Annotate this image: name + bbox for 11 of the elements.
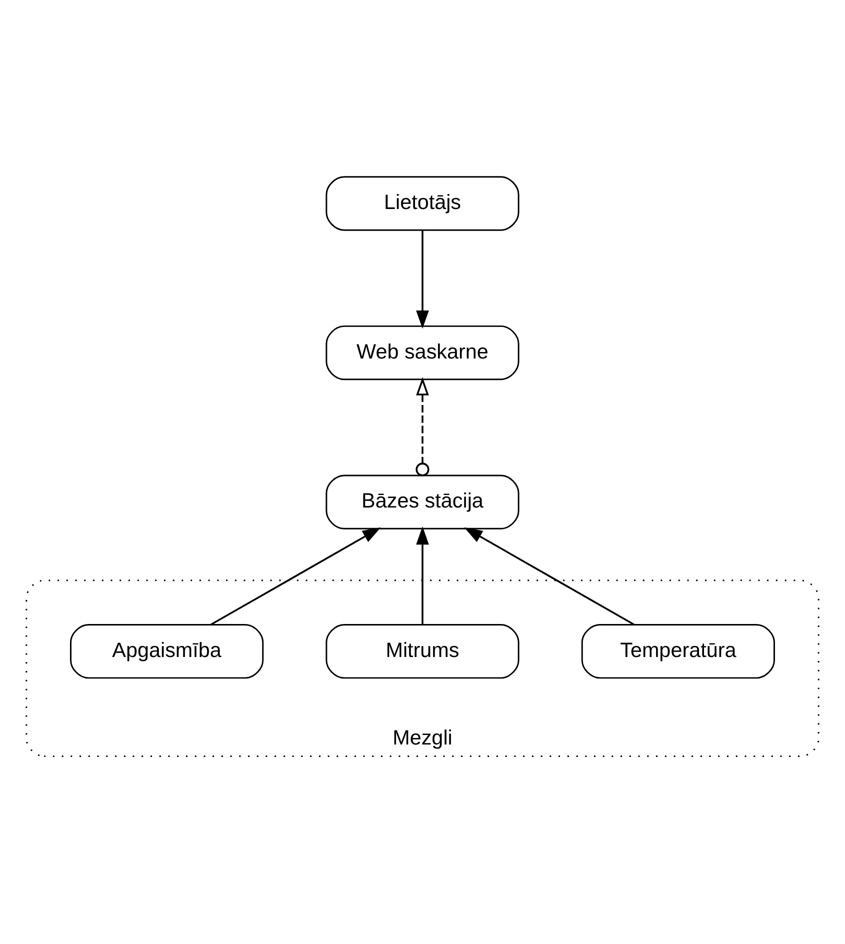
node-box: Temperatūra	[581, 624, 775, 678]
node-box: Mitrums	[326, 624, 520, 678]
node-box: Lietotājs	[326, 176, 520, 230]
arrow	[416, 376, 430, 476]
arrow	[416, 230, 429, 328]
arrow	[464, 526, 634, 625]
node-box: Bāzes stācija	[326, 474, 520, 529]
node-box: Apgaismība	[70, 624, 264, 678]
node-box: Web saskarne	[326, 324, 520, 380]
arrow	[416, 526, 429, 624]
arrow	[210, 526, 381, 625]
